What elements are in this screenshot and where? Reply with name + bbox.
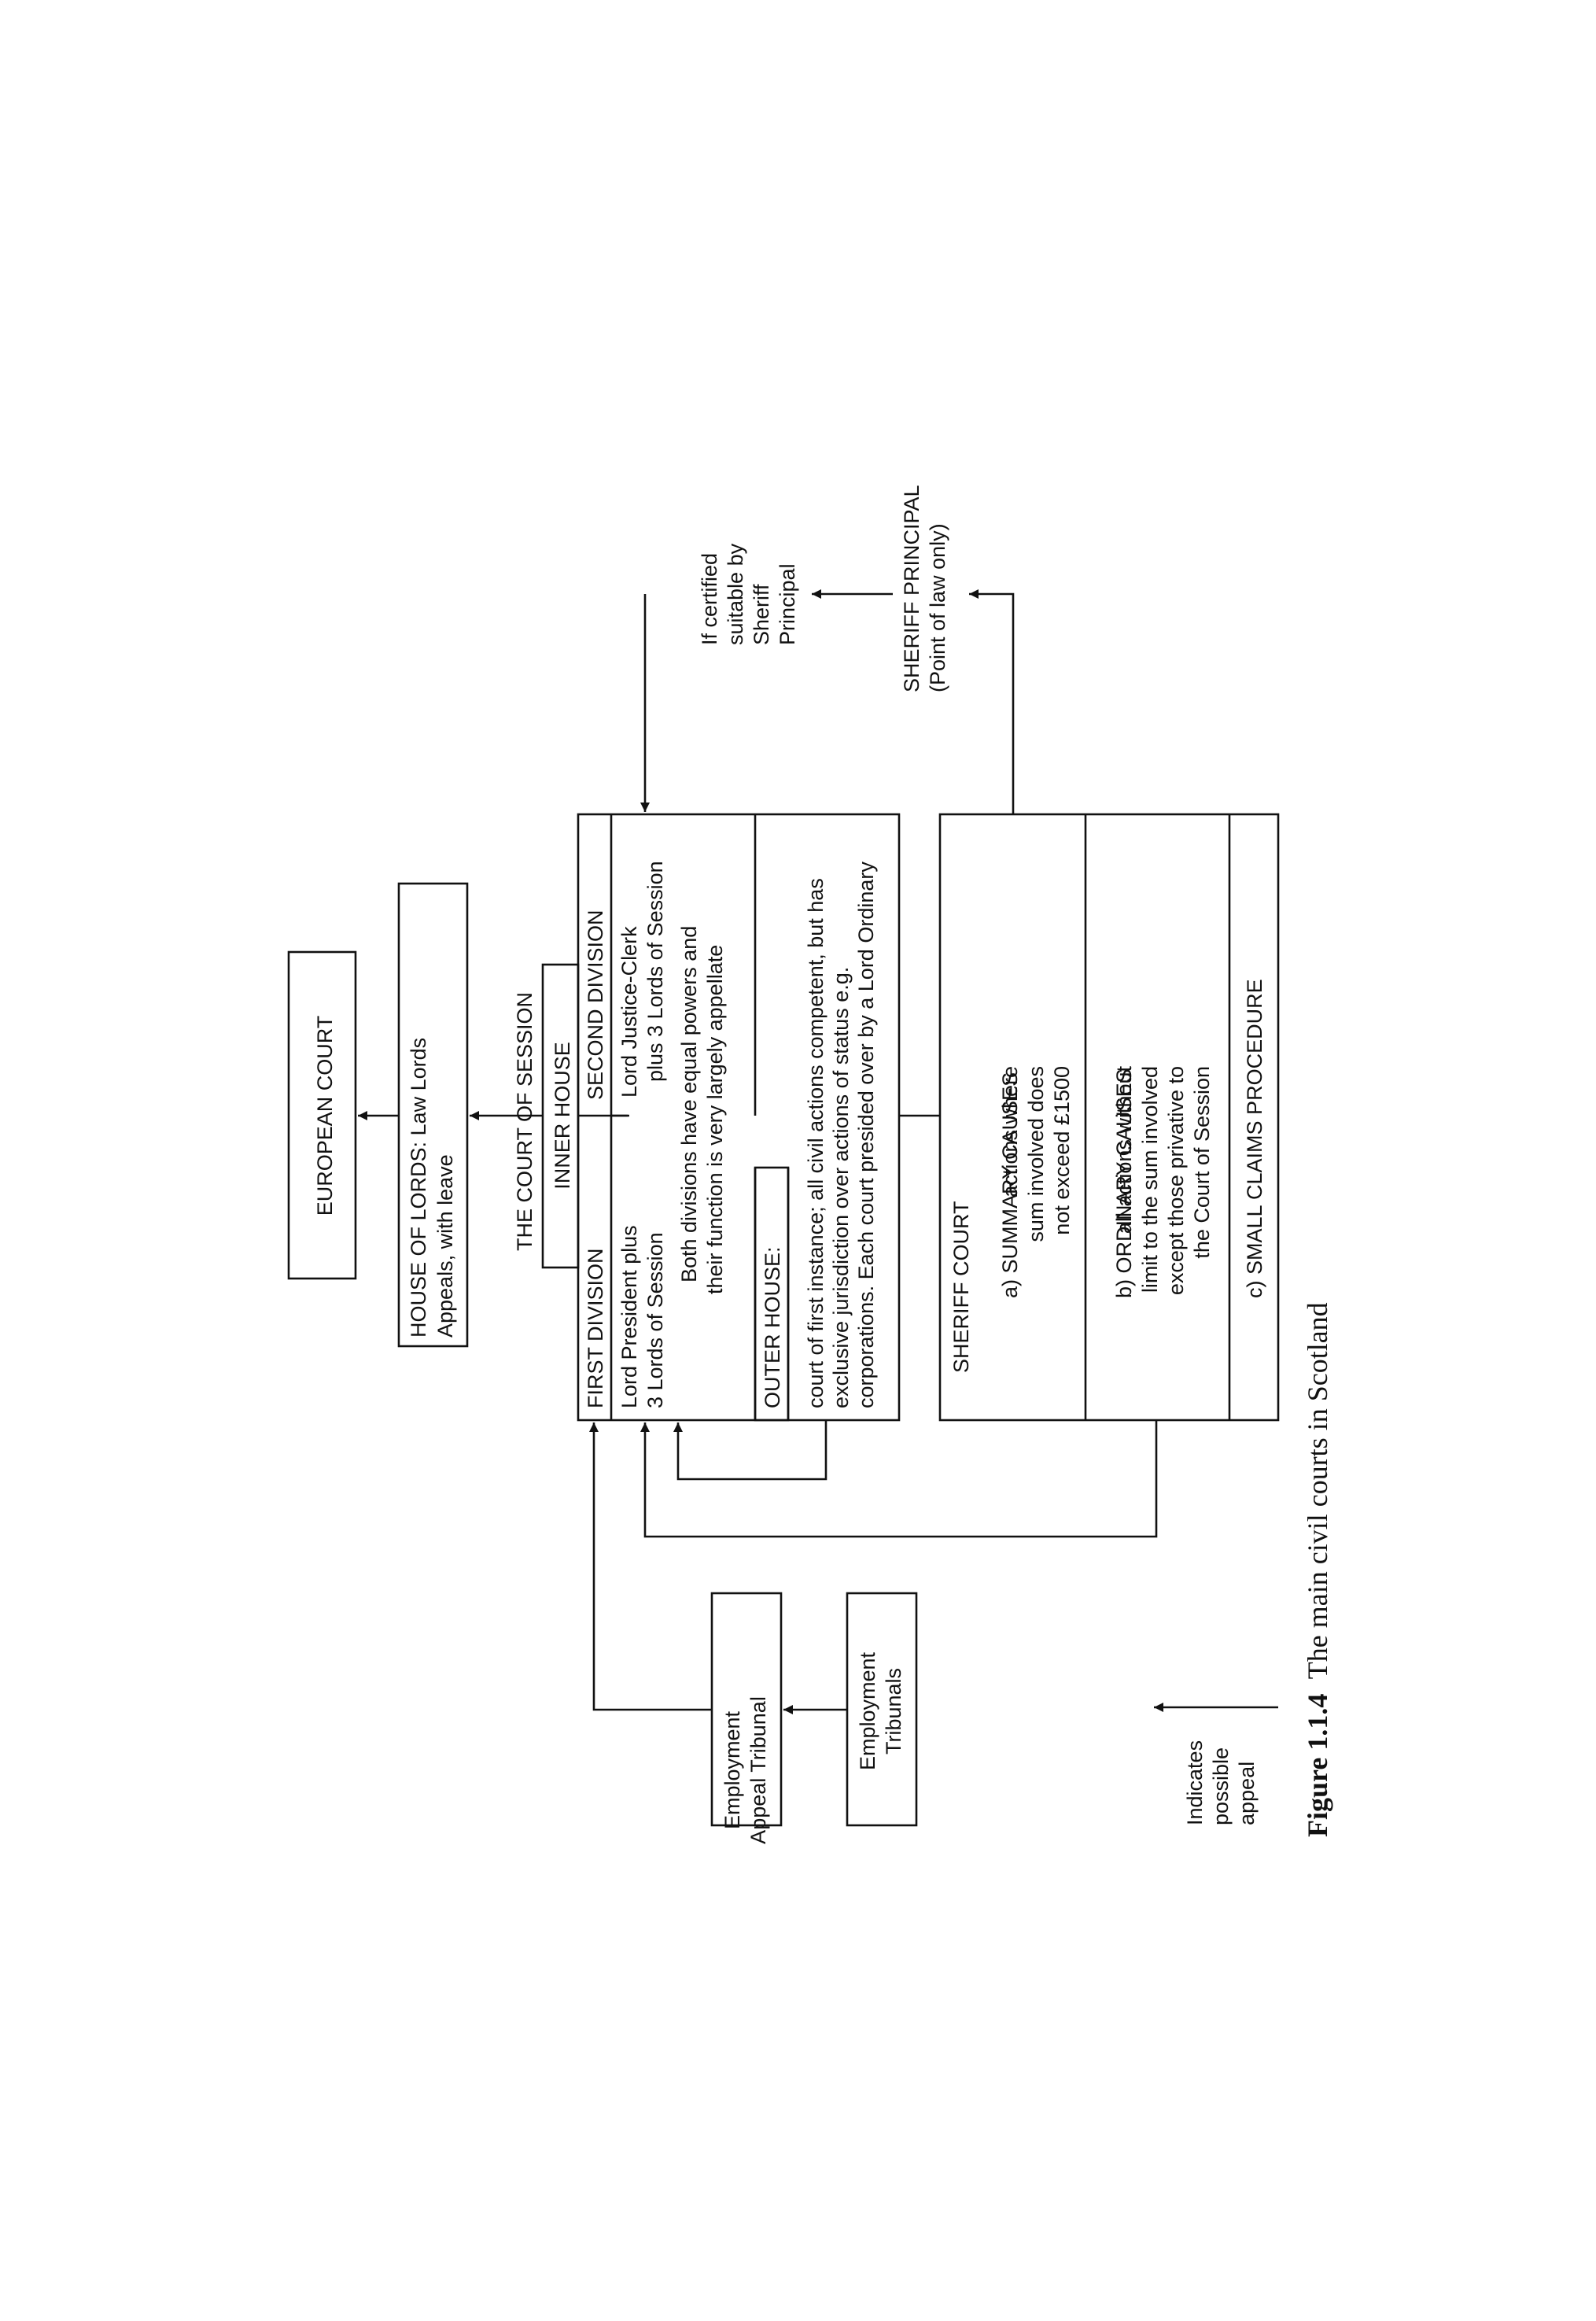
- summary-causes-label: a) SUMMARY CAUSES: [998, 1072, 1022, 1298]
- legend-line3: appeal: [1235, 1762, 1259, 1825]
- second-division-title: SECOND DIVISION: [584, 910, 607, 1100]
- employment-appeal-line1: Employment: [721, 1710, 744, 1829]
- certified-note-line4: Principal: [776, 563, 799, 645]
- court-of-session-title: THE COURT OF SESSION: [513, 992, 536, 1251]
- certified-note-line1: If certified: [698, 553, 721, 645]
- both-divisions-note-line2: their function is very largely appellate: [703, 945, 727, 1294]
- arrow-eat-to-inner: [589, 1422, 712, 1711]
- house-of-lords-box: HOUSE OF LORDS: Law Lords Appeals, with …: [397, 882, 469, 1348]
- employment-appeal-line2: Appeal Tribunal: [746, 1696, 770, 1844]
- court-of-session-box: [577, 813, 901, 1422]
- house-of-lords-appeal-note: Appeals, with leave: [433, 1154, 457, 1338]
- employment-tribunals-line1: Employment: [856, 1651, 879, 1770]
- arrow-sheriff-to-principal: [969, 589, 1015, 814]
- sheriff-court-title: SHERIFF COURT: [949, 1201, 973, 1373]
- european-court-label: EUROPEAN COURT: [313, 1016, 337, 1216]
- legend-line2: possible: [1209, 1747, 1233, 1825]
- certified-note-line2: suitable by: [724, 543, 747, 645]
- legend-line1: Indicates: [1183, 1740, 1207, 1825]
- figure-caption-text: The main civil courts in Scotland: [1302, 1302, 1333, 1679]
- figure-caption: Figure 1.1.4 The main civil courts in Sc…: [1302, 1302, 1333, 1837]
- sheriff-principal-label: SHERIFF PRINCIPAL: [900, 485, 923, 692]
- ordinary-causes-label: b) ORDINARY CAUSES: [1112, 1068, 1136, 1298]
- certified-note-line3: Sheriff: [750, 584, 773, 645]
- second-division-line2: plus 3 Lords of Session: [643, 861, 667, 1082]
- both-divisions-note-line1: Both divisions have equal powers and: [677, 926, 701, 1282]
- european-court-box: EUROPEAN COURT: [287, 950, 357, 1280]
- outer-house-line3: corporations. Each court presided over b…: [854, 862, 878, 1408]
- summary-causes-desc2: sum involved does: [1024, 1066, 1048, 1242]
- ordinary-causes-desc3: except those privative to: [1164, 1066, 1188, 1295]
- summary-causes-desc3: not exceed £1500: [1050, 1066, 1074, 1235]
- first-division-line2: 3 Lords of Session: [643, 1232, 667, 1408]
- arrow-sheriff-to-inner: [640, 1420, 1158, 1538]
- first-division-line1: Lord President plus: [617, 1225, 641, 1408]
- house-of-lords-label: HOUSE OF LORDS: Law Lords: [407, 1038, 430, 1338]
- ordinary-causes-desc2: limit to the sum involved: [1138, 1066, 1162, 1293]
- employment-appeal-tribunal-box: Employment Appeal Tribunal: [710, 1592, 783, 1844]
- inner-house-label: INNER HOUSE: [551, 1042, 574, 1190]
- sheriff-court-box: [938, 813, 1280, 1422]
- arrow-outer-to-inner: [673, 1420, 827, 1481]
- ordinary-causes-desc1: all actions without: [1112, 1066, 1136, 1234]
- outer-house-line1: court of first instance; all civil actio…: [804, 878, 827, 1408]
- small-claims-label: c) SMALL CLAIMS PROCEDURE: [1243, 979, 1266, 1298]
- employment-tribunals-box: Employment Tribunals: [846, 1592, 918, 1827]
- employment-tribunals-line2: Tribunals: [882, 1668, 905, 1755]
- inner-house-box: INNER HOUSE: [541, 963, 580, 1269]
- ordinary-causes-desc4: the Court of Session: [1190, 1066, 1214, 1259]
- second-division-line1: Lord Justice-Clerk: [617, 926, 641, 1098]
- sheriff-principal-note: (Point of law only): [926, 523, 949, 692]
- outer-house-line2: exclusive jurisdiction over actions of s…: [829, 967, 853, 1408]
- summary-causes-desc1: actions where: [998, 1066, 1022, 1197]
- figure-caption-label: Figure 1.1.4: [1302, 1694, 1333, 1837]
- outer-house-title: OUTER HOUSE:: [761, 1246, 784, 1408]
- first-division-title: FIRST DIVISION: [584, 1248, 607, 1408]
